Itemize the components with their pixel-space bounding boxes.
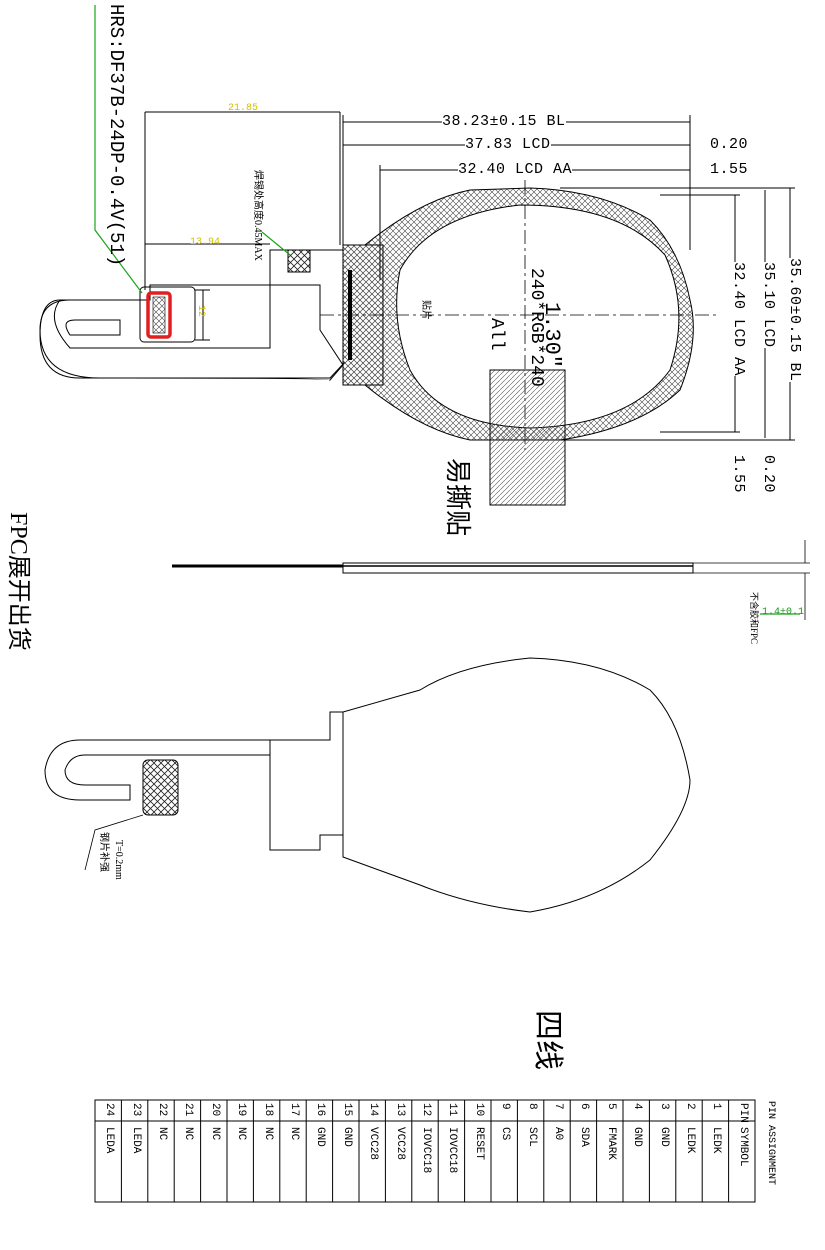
dim-fpc-3: 12 [195, 305, 206, 318]
pin-number: 9 [499, 1103, 512, 1110]
pin-number: 20 [208, 1103, 221, 1117]
connector-outline [139, 286, 196, 343]
peel-label: 易撕贴 [443, 458, 472, 537]
pin-number: 19 [235, 1103, 248, 1117]
dim-gap1: 0.20 [710, 136, 749, 153]
stiffener-label: 钢片补强 [98, 832, 109, 872]
pin-number: 2 [684, 1103, 696, 1110]
lcd-resolution: 240*RGB*240 [526, 268, 546, 387]
pin-number: 1 [710, 1103, 723, 1110]
pin-number: 13 [393, 1103, 406, 1117]
interface-label: 四线 [531, 1010, 564, 1070]
stiffener-thickness: T=0.2mm [113, 840, 124, 880]
pin-symbol: IOVCC18 [420, 1127, 432, 1174]
dim-lcd-height: 35.10 LCD [760, 262, 777, 348]
pin-symbol: FMARK [604, 1127, 617, 1161]
pin-symbol: NC [208, 1127, 221, 1141]
pin-number: 14 [367, 1103, 380, 1117]
pin-number: 22 [156, 1103, 168, 1117]
thickness-value: 1.4±0.1 [762, 607, 805, 618]
pin-number: 7 [552, 1103, 564, 1110]
pin-number: 11 [446, 1103, 459, 1117]
pin-header-symbol: SYMBOL [736, 1127, 749, 1167]
pin-symbol: NC [261, 1127, 274, 1141]
pin-symbol: RESET [472, 1127, 485, 1161]
lcd-all: All [486, 318, 506, 351]
pin-number: 24 [103, 1103, 116, 1117]
pin-symbol: GND [314, 1127, 327, 1147]
dim-aa-height: 32.40 LCD AA [730, 262, 747, 377]
connector-highlight [146, 291, 172, 339]
pin-symbol: IOVCC18 [446, 1127, 459, 1174]
pin-symbol: GND [657, 1127, 670, 1147]
dim-gap4: 0.20 [760, 455, 777, 494]
pin-number: 21 [182, 1103, 195, 1117]
pin-table-title: PIN ASSIGNMENT [765, 1101, 776, 1186]
pin-table-grid [94, 1099, 756, 1203]
peel-tab [489, 369, 566, 506]
pin-number: 15 [340, 1103, 353, 1117]
shipping-note: FPC展开出货 [5, 512, 31, 651]
stiffener [142, 759, 179, 816]
pin-symbol: NC [182, 1127, 195, 1141]
solder-note: 焊锡处高度0.45MAX [252, 170, 263, 261]
pin-symbol: NC [288, 1127, 300, 1141]
pin-number: 4 [631, 1103, 644, 1110]
pin-number: 8 [525, 1103, 538, 1110]
pin-symbol: CS [499, 1127, 512, 1141]
pin-symbol: LEDK [710, 1127, 723, 1154]
dim-gap2: 1.55 [710, 161, 749, 178]
dim-gap3: 1.55 [730, 455, 747, 494]
pin-symbol: VCC28 [367, 1127, 380, 1161]
dim-aa-width: 32.40 LCD AA [458, 161, 573, 178]
pin-symbol: SDA [578, 1127, 591, 1147]
dim-bl-width: 38.23±0.15 BL [442, 113, 566, 130]
pin-symbol: NC [235, 1127, 248, 1141]
lcd-aa [396, 204, 680, 429]
pin-number: 18 [261, 1103, 274, 1117]
dim-fpc-2: 13.94 [190, 237, 221, 248]
pin-symbol: LEDA [103, 1127, 116, 1154]
connector-leader [94, 5, 143, 294]
pin-symbol: SCL [525, 1127, 538, 1147]
pin-number: 16 [314, 1103, 327, 1117]
pin-number: 3 [657, 1103, 670, 1110]
pin-number: 10 [472, 1103, 485, 1117]
pin-header-pin: PIN [736, 1103, 749, 1123]
side-view [172, 540, 810, 620]
connector-label: HRS:DF37B-24DP-0.4V(51) [105, 4, 127, 267]
thickness-note: 不含胶和FPC [749, 592, 759, 645]
pin-number: 23 [129, 1103, 142, 1117]
pin-symbol: LEDA [129, 1127, 142, 1154]
dim-lcd-width: 37.83 LCD [465, 136, 551, 153]
pin-number: 17 [288, 1103, 300, 1117]
dim-fpc-1: 21.85 [228, 103, 259, 114]
pin-symbol: GND [631, 1127, 644, 1147]
pin-number: 5 [604, 1103, 617, 1110]
back-view [44, 657, 691, 913]
top-view [39, 111, 795, 506]
pin-symbol: GND [340, 1127, 353, 1147]
pin-number: 6 [578, 1103, 591, 1110]
pin-number: 12 [420, 1103, 432, 1117]
lcd-small-label: 贴片 [420, 300, 431, 320]
pin-symbol: VCC28 [393, 1127, 406, 1161]
pin-symbol: A0 [552, 1127, 564, 1141]
pin-symbol: LEDK [684, 1127, 696, 1154]
dim-bl-height: 35.60±0.15 BL [786, 258, 803, 382]
pin-symbol: NC [156, 1127, 168, 1141]
